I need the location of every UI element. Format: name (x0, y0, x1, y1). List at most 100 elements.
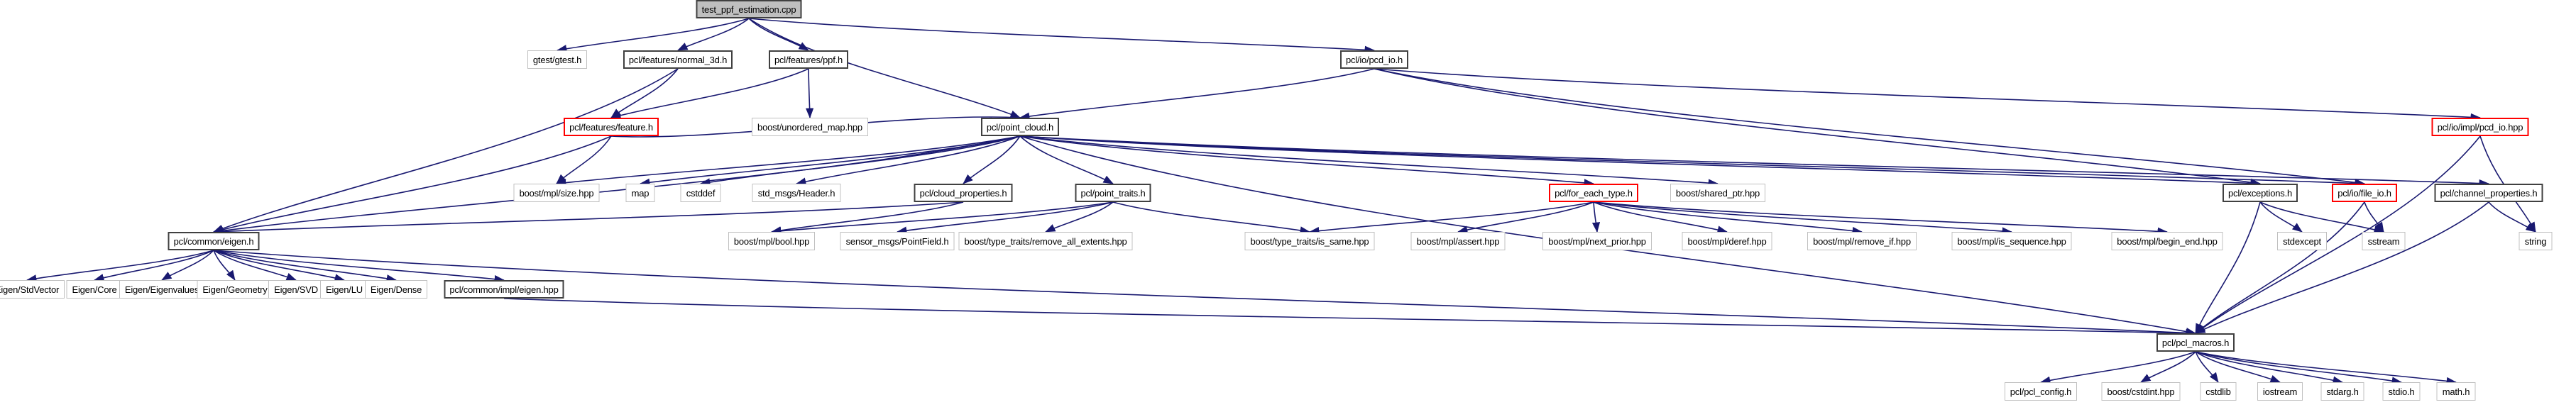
graph-node-cstddef[interactable]: cstddef (680, 184, 721, 202)
graph-node-boost-type-traits-is-same-hpp[interactable]: boost/type_traits/is_same.hpp (1244, 232, 1375, 250)
graph-node-stdarg-h[interactable]: stdarg.h (2320, 382, 2364, 401)
graph-edge (213, 250, 505, 284)
graph-edge (963, 135, 1021, 184)
graph-edge (1374, 68, 2481, 121)
graph-node-eigen-lu[interactable]: Eigen/LU (320, 280, 368, 299)
graph-edge (1019, 135, 1114, 184)
graph-node-eigen-eigenvalues[interactable]: Eigen/Eigenvalues (119, 280, 204, 299)
graph-edge (1045, 201, 1114, 233)
graph-node-test-ppf-estimation-cpp[interactable]: test_ppf_estimation.cpp (696, 0, 802, 18)
graph-edge (2195, 351, 2343, 384)
graph-node-pcl-features-feature-h[interactable]: pcl/features/feature.h (564, 118, 659, 136)
graph-edge (1593, 201, 1728, 234)
graph-node-boost-mpl-deref-hpp[interactable]: boost/mpl/deref.hpp (1682, 232, 1772, 250)
graph-node-pcl-features-ppf-h[interactable]: pcl/features/ppf.h (769, 50, 848, 69)
graph-edge (503, 298, 2196, 338)
graph-node-eigen-dense[interactable]: Eigen/Dense (365, 280, 427, 299)
graph-node-boost-mpl-begin-end-hpp[interactable]: boost/mpl/begin_end.hpp (2111, 232, 2223, 250)
graph-edge (1593, 201, 2168, 235)
graph-edge (556, 135, 1021, 187)
graph-node-pcl-pcl-macros-h[interactable]: pcl/pcl_macros.h (2156, 333, 2235, 352)
graph-node-sensor-msgs-pointfield-h[interactable]: sensor_msgs/PointField.h (840, 232, 955, 250)
graph-edge (213, 250, 397, 283)
graph-node-cstdlib[interactable]: cstdlib (2200, 382, 2237, 401)
graph-edge (94, 250, 214, 282)
graph-node-stdexcept[interactable]: stdexcept (2277, 232, 2327, 250)
graph-edge (2488, 201, 2536, 233)
graph-node-pcl-features-normal-3d-h[interactable]: pcl/features/normal_3d.h (623, 50, 733, 69)
graph-node-string[interactable]: string (2519, 232, 2553, 250)
graph-edge (1309, 201, 1594, 235)
graph-node-pcl-for-each-type-h[interactable]: pcl/for_each_type.h (1549, 184, 1638, 202)
graph-edge (1591, 201, 1601, 233)
graph-edge (677, 18, 750, 51)
graph-node-boost-type-traits-remove-all-extents-hpp[interactable]: boost/type_traits/remove_all_extents.hpp (958, 232, 1133, 250)
graph-edge (213, 135, 1021, 235)
graph-node-boost-mpl-size-hpp[interactable]: boost/mpl/size.hpp (513, 184, 600, 202)
graph-node-pcl-pcl-config-h[interactable]: pcl/pcl_config.h (2005, 382, 2077, 401)
graph-node-boost-mpl-is-sequence-hpp[interactable]: boost/mpl/is_sequence.hpp (1951, 232, 2072, 250)
graph-node-pcl-exceptions-h[interactable]: pcl/exceptions.h (2223, 184, 2298, 202)
graph-node-stdio-h[interactable]: stdio.h (2382, 382, 2421, 401)
graph-edge (1019, 135, 2489, 188)
graph-edge (700, 135, 1021, 186)
graph-edge (2195, 351, 2281, 383)
graph-node-pcl-io-file-io-h[interactable]: pcl/io/file_io.h (2332, 184, 2397, 202)
graph-edge (2140, 351, 2196, 383)
graph-edge (1457, 201, 1594, 234)
graph-node-math-h[interactable]: math.h (2436, 382, 2476, 401)
graph-edge (748, 18, 809, 51)
graph-node-iostream[interactable]: iostream (2257, 382, 2303, 401)
graph-node-eigen-geometry[interactable]: Eigen/Geometry (197, 280, 273, 299)
graph-edge (213, 250, 297, 281)
graph-edge (610, 68, 679, 118)
graph-edge (213, 250, 345, 282)
graph-node-pcl-point-traits-h[interactable]: pcl/point_traits.h (1075, 184, 1151, 202)
graph-edge (557, 18, 750, 53)
graph-edge (897, 201, 1114, 235)
graph-edge (556, 135, 612, 184)
graph-edge (2040, 351, 2196, 384)
graph-node-pcl-common-eigen-h[interactable]: pcl/common/eigen.h (168, 232, 260, 250)
graph-edge (1019, 135, 1719, 187)
graph-node-map[interactable]: map (625, 184, 655, 202)
graph-node-boost-mpl-next-prior-hpp[interactable]: boost/mpl/next_prior.hpp (1542, 232, 1652, 250)
graph-node-sstream[interactable]: sstream (2362, 232, 2406, 250)
graph-edge (213, 250, 236, 281)
graph-edge (2195, 201, 2261, 334)
graph-edge (1593, 201, 1863, 235)
edge-group (26, 18, 2536, 385)
graph-edge (1374, 68, 2365, 186)
graph-node-eigen-stdvector[interactable]: Eigen/StdVector (0, 280, 65, 299)
graph-node-pcl-channel-properties-h[interactable]: pcl/channel_properties.h (2434, 184, 2543, 202)
graph-edge (2195, 201, 2365, 334)
graph-edge (26, 250, 214, 283)
graph-node-boost-mpl-assert-hpp[interactable]: boost/mpl/assert.hpp (1410, 232, 1506, 250)
graph-node-pcl-io-pcd-io-h[interactable]: pcl/io/pcd_io.h (1340, 50, 1408, 69)
graph-edge (2195, 201, 2489, 334)
graph-edge (1019, 135, 1594, 187)
graph-node-boost-cstdint-hpp[interactable]: boost/cstdint.hpp (2101, 382, 2181, 401)
graph-edge (1019, 135, 2365, 188)
graph-node-eigen-core[interactable]: Eigen/Core (66, 280, 123, 299)
graph-node-eigen-svd[interactable]: Eigen/SVD (268, 280, 324, 299)
graph-node-boost-mpl-remove-if-hpp[interactable]: boost/mpl/remove_if.hpp (1807, 232, 1917, 250)
graph-node-boost-shared-ptr-hpp[interactable]: boost/shared_ptr.hpp (1670, 184, 1765, 202)
graph-edge (796, 135, 1021, 186)
graph-edge (771, 201, 1114, 235)
graph-edge (213, 68, 679, 233)
graph-edge (1019, 135, 2261, 188)
graph-edge (771, 201, 964, 235)
graph-edge (2259, 201, 2384, 234)
graph-node-pcl-common-impl-eigen-hpp[interactable]: pcl/common/impl/eigen.hpp (444, 280, 564, 299)
graph-node-std-msgs-header-h[interactable]: std_msgs/Header.h (752, 184, 841, 202)
graph-edge (1593, 201, 2012, 235)
graph-node-pcl-point-cloud-h[interactable]: pcl/point_cloud.h (981, 118, 1059, 136)
graph-node-boost-unordered-map-hpp[interactable]: boost/unordered_map.hpp (752, 118, 868, 136)
graph-node-boost-mpl-bool-hpp[interactable]: boost/mpl/bool.hpp (728, 232, 815, 250)
graph-node-pcl-io-impl-pcd-io-hpp[interactable]: pcl/io/impl/pcd_io.hpp (2431, 118, 2529, 136)
graph-node-pcl-cloud-properties-h[interactable]: pcl/cloud_properties.h (914, 184, 1013, 202)
graph-node-gtest-gtest-h[interactable]: gtest/gtest.h (527, 50, 587, 69)
graph-edge (2364, 201, 2384, 233)
